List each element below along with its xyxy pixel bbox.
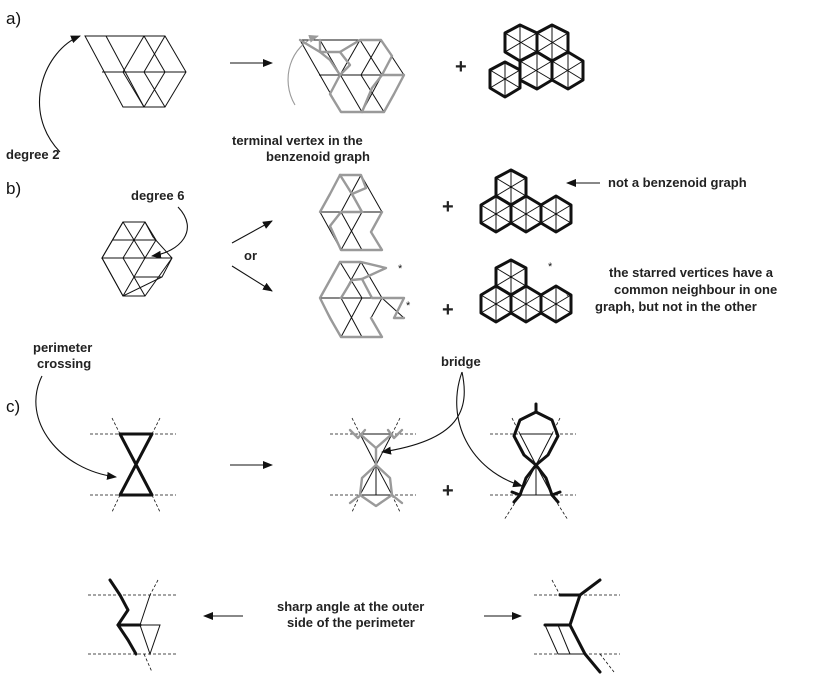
panel-label-b: b) — [6, 179, 21, 198]
starred-label-line2: common neighbour in one — [614, 282, 777, 297]
panel-a-hexagon-start — [84, 35, 187, 108]
terminal-vertex-label-line2: benzenoid graph — [266, 149, 370, 164]
panel-b-benzenoid-graph — [479, 258, 573, 324]
perimeter-crossing-pointer-arrow — [35, 375, 117, 480]
panel-b-plus-bottom: + — [442, 299, 454, 321]
panel-a-plus: + — [455, 56, 467, 78]
panel-c-crossing — [90, 417, 176, 513]
degree2-label: degree 2 — [6, 147, 59, 162]
terminal-vertex-pointer-arrow — [287, 34, 319, 106]
degree2-pointer-arrow — [39, 35, 81, 153]
sharp-angle-left-shape — [88, 578, 176, 673]
panel-b-start-shape — [101, 221, 173, 297]
panel-b-not-benzenoid-graph — [479, 168, 573, 234]
sharp-angle-label-line2: side of the perimeter — [287, 615, 415, 630]
panel-label-c: c) — [6, 397, 20, 416]
panel-b-result-top — [318, 173, 384, 252]
starred-label-line1: the starred vertices have a — [609, 265, 774, 280]
bridge-label: bridge — [441, 354, 481, 369]
terminal-vertex-label-line1: terminal vertex in the — [232, 133, 363, 148]
panel-c-result-left — [330, 417, 416, 513]
panel-a-result-triangulation — [298, 38, 406, 114]
degree6-pointer-arrow — [151, 206, 188, 259]
panel-c-plus: + — [442, 480, 454, 502]
star-marker-3: * — [548, 261, 553, 273]
sharp-angle-label-line1: sharp angle at the outer — [277, 599, 424, 614]
star-marker-1: * — [398, 263, 403, 275]
starred-label-line3: graph, but not in the other — [595, 299, 757, 314]
panel-b-plus-top: + — [442, 196, 454, 218]
not-benzenoid-label: not a benzenoid graph — [608, 175, 747, 190]
star-marker-4: * — [566, 291, 571, 303]
panel-label-a: a) — [6, 9, 21, 28]
panel-b-result-bottom — [318, 260, 406, 339]
panel-b-arrow-up — [231, 220, 273, 244]
panel-c-result-right — [490, 402, 576, 521]
or-label: or — [244, 248, 257, 263]
bridge-pointer-arrow-left — [381, 371, 465, 455]
panel-a-benzenoid-graph — [488, 23, 585, 99]
degree6-label: degree 6 — [131, 188, 184, 203]
bridge-pointer-arrow-right — [456, 371, 523, 488]
panel-b-arrow-down — [231, 265, 273, 292]
star-marker-2: * — [406, 300, 411, 312]
perimeter-label-line2: crossing — [37, 356, 91, 371]
sharp-angle-right-shape — [534, 578, 620, 674]
perimeter-label-line1: perimeter — [33, 340, 92, 355]
